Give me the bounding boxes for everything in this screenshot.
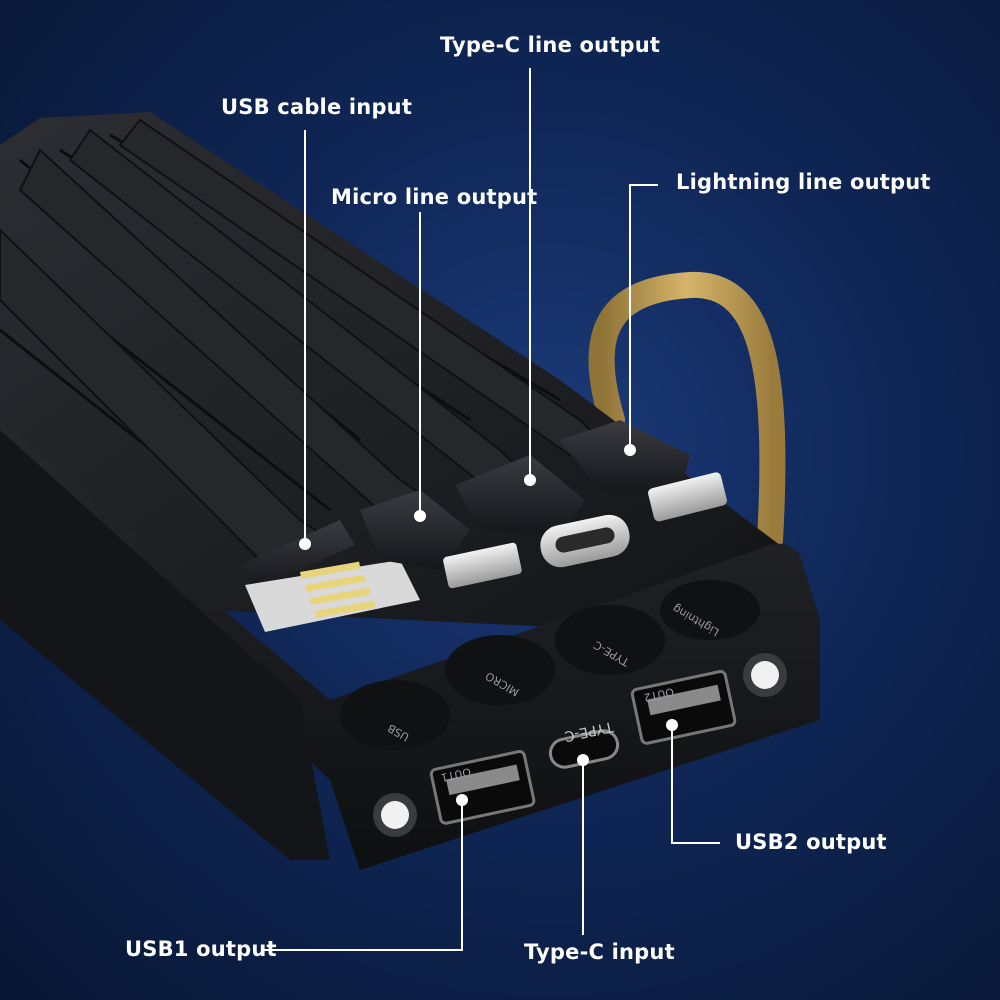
power-bank-left-side bbox=[0, 430, 330, 860]
usb-cable-input-label: USB cable input bbox=[221, 95, 413, 119]
flat-cables bbox=[0, 118, 602, 562]
usb2-output-label: USB2 output bbox=[735, 830, 887, 854]
out1-label: OUT1 bbox=[440, 765, 472, 784]
type-c-line-output-label: Type-C line output bbox=[440, 33, 661, 57]
lightning-plug bbox=[560, 420, 727, 522]
leader-dots bbox=[299, 444, 678, 806]
power-bank-body-front bbox=[0, 420, 820, 870]
cable-slots bbox=[340, 580, 760, 750]
lightning-line-output-label: Lightning line output bbox=[676, 170, 931, 194]
type-c-input-label: Type-C input bbox=[524, 940, 675, 964]
usb1-output-label: USB1 output bbox=[125, 937, 277, 961]
out2-label: OUT2 bbox=[643, 685, 675, 704]
type-c-plug bbox=[455, 455, 630, 568]
usb-contacts-icon bbox=[300, 561, 376, 618]
lanyard-strap bbox=[588, 271, 786, 553]
micro-usb-plug bbox=[360, 490, 522, 589]
micro-line-output-label: Micro line output bbox=[331, 185, 538, 209]
leader-lines bbox=[262, 68, 720, 951]
usb-a-plug bbox=[240, 520, 420, 632]
